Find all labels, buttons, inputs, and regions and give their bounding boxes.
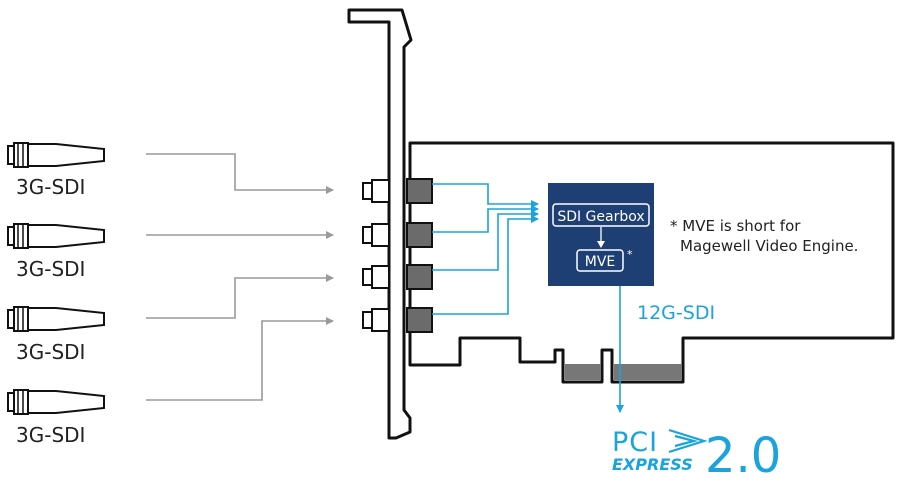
chip-internal-arrow-head	[597, 241, 605, 248]
sdi-gearbox-box	[552, 203, 650, 227]
signal-line-1	[432, 183, 539, 208]
bnc-cable-3	[7, 306, 105, 332]
bnc-jack-4	[362, 307, 433, 333]
signal-line-3	[432, 210, 539, 271]
input-label-4: 3G-SDI	[16, 423, 85, 447]
bnc-cable-1	[7, 142, 105, 168]
pci-logo-text: PCI	[612, 427, 658, 458]
sdi-gearbox-label: SDI Gearbox	[557, 209, 644, 225]
bnc-cable-4	[7, 389, 105, 415]
pci-logo-version: 2.0	[705, 428, 781, 484]
signal-line-4	[432, 215, 539, 315]
input-line-3	[146, 274, 334, 319]
mve-box	[576, 249, 624, 272]
mve-asterisk: *	[627, 248, 633, 261]
bnc-jack-1	[362, 178, 433, 204]
footnote-line-2: Magewell Video Engine.	[680, 237, 858, 255]
pci-logo-chevron-icon	[668, 428, 708, 454]
pci-express-logo: PCI EXPRESS 2.0	[612, 427, 781, 484]
footnote-line-1: * MVE is short for	[670, 217, 801, 235]
input-line-1	[146, 153, 334, 194]
mve-label: MVE	[585, 254, 616, 270]
input-line-4	[146, 317, 334, 401]
input-label-2: 3G-SDI	[16, 257, 85, 281]
output-label: 12G-SDI	[637, 302, 715, 324]
bnc-cable-2	[7, 223, 105, 249]
internal-signal-lines	[432, 183, 624, 413]
pcie-contact-pad-left	[565, 364, 601, 380]
mounting-bracket	[347, 8, 413, 440]
bnc-jack-3	[362, 264, 433, 290]
bnc-jack-2	[362, 222, 433, 248]
pcie-contact-pad-right	[614, 364, 682, 380]
input-label-3: 3G-SDI	[16, 340, 85, 364]
pci-logo-express: EXPRESS	[612, 455, 693, 474]
signal-line-2	[432, 205, 539, 233]
input-label-1: 3G-SDI	[16, 175, 85, 199]
input-signal-lines	[146, 153, 334, 401]
